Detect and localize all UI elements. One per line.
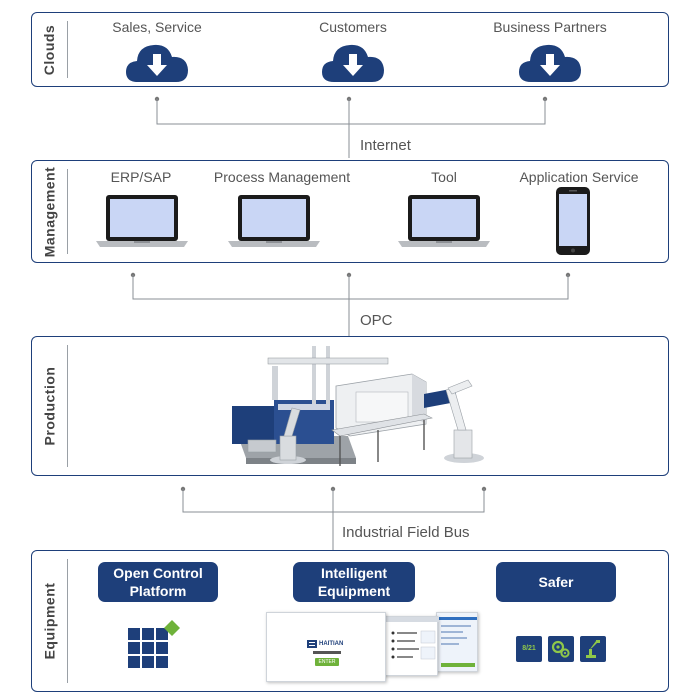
production-layer-label: Production — [41, 366, 58, 446]
robot-arm-icon — [580, 636, 606, 662]
mgmt-caption-application-service: Application Service — [519, 169, 639, 185]
open-control-platform-button[interactable]: Open Control Platform — [98, 562, 218, 602]
cloud-download-icon — [519, 44, 581, 82]
opc-connector — [130, 272, 571, 336]
gears-icon — [548, 636, 574, 662]
grid-diamond-icon — [128, 620, 180, 668]
intelligent-equipment-button[interactable]: Intelligent Equipment — [293, 562, 415, 602]
production-cell-illustration — [232, 346, 484, 466]
screen-subtitle-bar — [313, 651, 341, 654]
cloud-caption-sales-service: Sales, Service — [112, 19, 202, 35]
haitian-brand-text: HAITIAN — [319, 641, 344, 647]
laptop-icon — [228, 195, 320, 247]
cloud-download-icon — [322, 44, 384, 82]
cloud-download-icon — [126, 44, 188, 82]
safer-button[interactable]: Safer — [496, 562, 616, 602]
mgmt-caption-tool: Tool — [431, 169, 457, 185]
equipment-layer-label: Equipment — [41, 582, 58, 660]
internet-label: Internet — [356, 137, 415, 154]
hmi-screen-back — [436, 612, 478, 672]
smartphone-icon — [556, 187, 590, 255]
opc-label: OPC — [356, 312, 397, 329]
mgmt-caption-process-management: Process Management — [213, 169, 351, 185]
clouds-layer-label: Clouds — [41, 24, 58, 75]
laptop-icon — [398, 195, 490, 247]
hmi-screen-front: HAITIAN ENTER — [266, 612, 386, 682]
field-bus-label: Industrial Field Bus — [338, 524, 474, 541]
management-layer-label: Management — [41, 166, 58, 257]
cloud-caption-business-partners: Business Partners — [493, 19, 607, 35]
safer-icon-text: 8/21 — [522, 645, 536, 652]
field-bus-connector — [180, 486, 487, 550]
cloud-caption-customers: Customers — [319, 19, 387, 35]
screen-enter-button[interactable]: ENTER — [315, 658, 339, 666]
hmi-screen-middle — [382, 616, 439, 676]
calendar-icon: 8/21 — [516, 636, 542, 662]
haitian-logo-icon — [307, 640, 317, 648]
mgmt-caption-erp-sap: ERP/SAP — [110, 169, 172, 185]
internet-connector — [154, 96, 548, 158]
laptop-icon — [96, 195, 188, 247]
